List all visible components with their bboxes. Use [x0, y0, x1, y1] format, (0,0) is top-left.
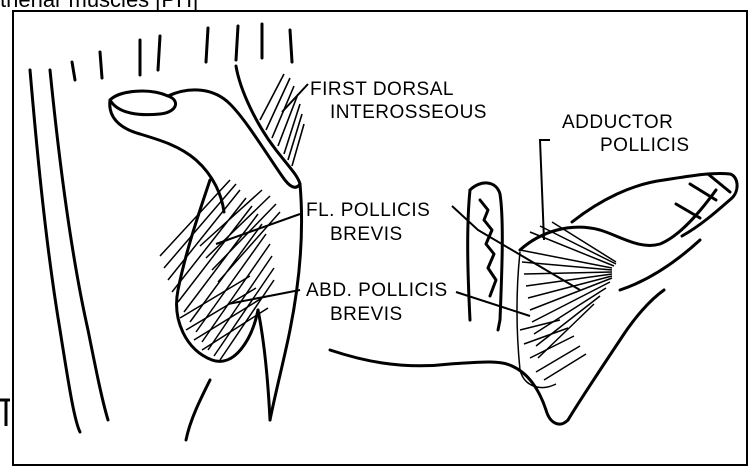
label-adductor-line1: ADDUCTOR: [562, 112, 673, 133]
label-flexor-line2: BREVIS: [330, 224, 403, 245]
leader-flexor-left: [216, 214, 300, 244]
labels: FIRST DORSAL INTEROSSEOUS ADDUCTOR POLLI…: [306, 79, 690, 325]
leader-abductor-left: [228, 290, 300, 304]
label-adductor-line2: POLLICIS: [600, 135, 690, 156]
label-abductor-line2: BREVIS: [330, 304, 403, 325]
adductor-pollicis-hatching: [517, 222, 616, 388]
label-flexor-line1: FL. POLLICIS: [306, 200, 430, 221]
label-abductor-line1: ABD. POLLICIS: [306, 280, 448, 301]
left-hand-drawing: [30, 24, 302, 440]
label-first-dorsal-line2: INTEROSSEOUS: [330, 102, 487, 123]
label-first-dorsal-line1: FIRST DORSAL: [310, 79, 454, 100]
leader-abductor-right: [456, 292, 530, 316]
leader-adductor: [540, 140, 550, 240]
leader-flexor-right: [452, 206, 580, 290]
